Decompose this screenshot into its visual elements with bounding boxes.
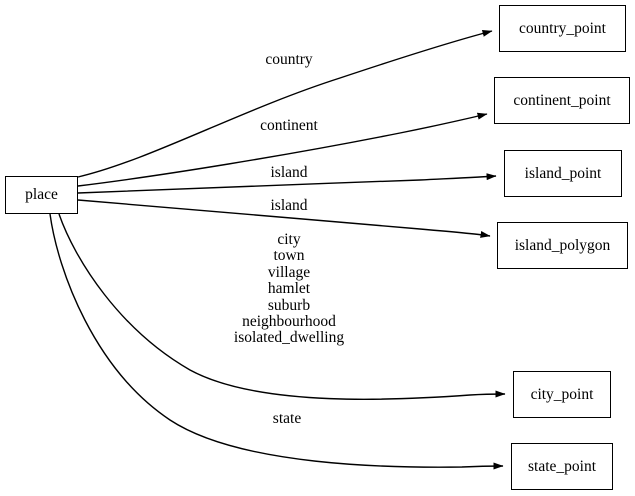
edge-label-country_point: country [265, 51, 313, 68]
node-state_point[interactable]: state_point [511, 443, 613, 490]
edge-label-island_polygon: island [270, 197, 308, 214]
edge-place-to-island_point [77, 173, 497, 194]
node-place[interactable]: place [5, 176, 78, 214]
node-island_point[interactable]: island_point [504, 150, 622, 197]
edge-label-continent_point: continent [260, 117, 318, 134]
edge-label-island_point: island [270, 164, 308, 181]
node-country_point[interactable]: country_point [499, 5, 626, 52]
edge-place-to-country_point [77, 30, 493, 178]
edge-place-to-city_point [58, 213, 506, 401]
edge-place-to-island_polygon [77, 199, 491, 238]
edge-label-state_point: state [272, 410, 302, 427]
edge-label-city_point: city town village hamlet suburb neighbou… [233, 231, 345, 347]
edge-place-to-continent_point [77, 112, 488, 187]
node-continent_point[interactable]: continent_point [494, 77, 630, 124]
edge-place-to-state_point [49, 213, 504, 470]
edge-paths [49, 30, 506, 470]
node-city_point[interactable]: city_point [513, 371, 611, 418]
node-island_polygon[interactable]: island_polygon [497, 222, 628, 269]
